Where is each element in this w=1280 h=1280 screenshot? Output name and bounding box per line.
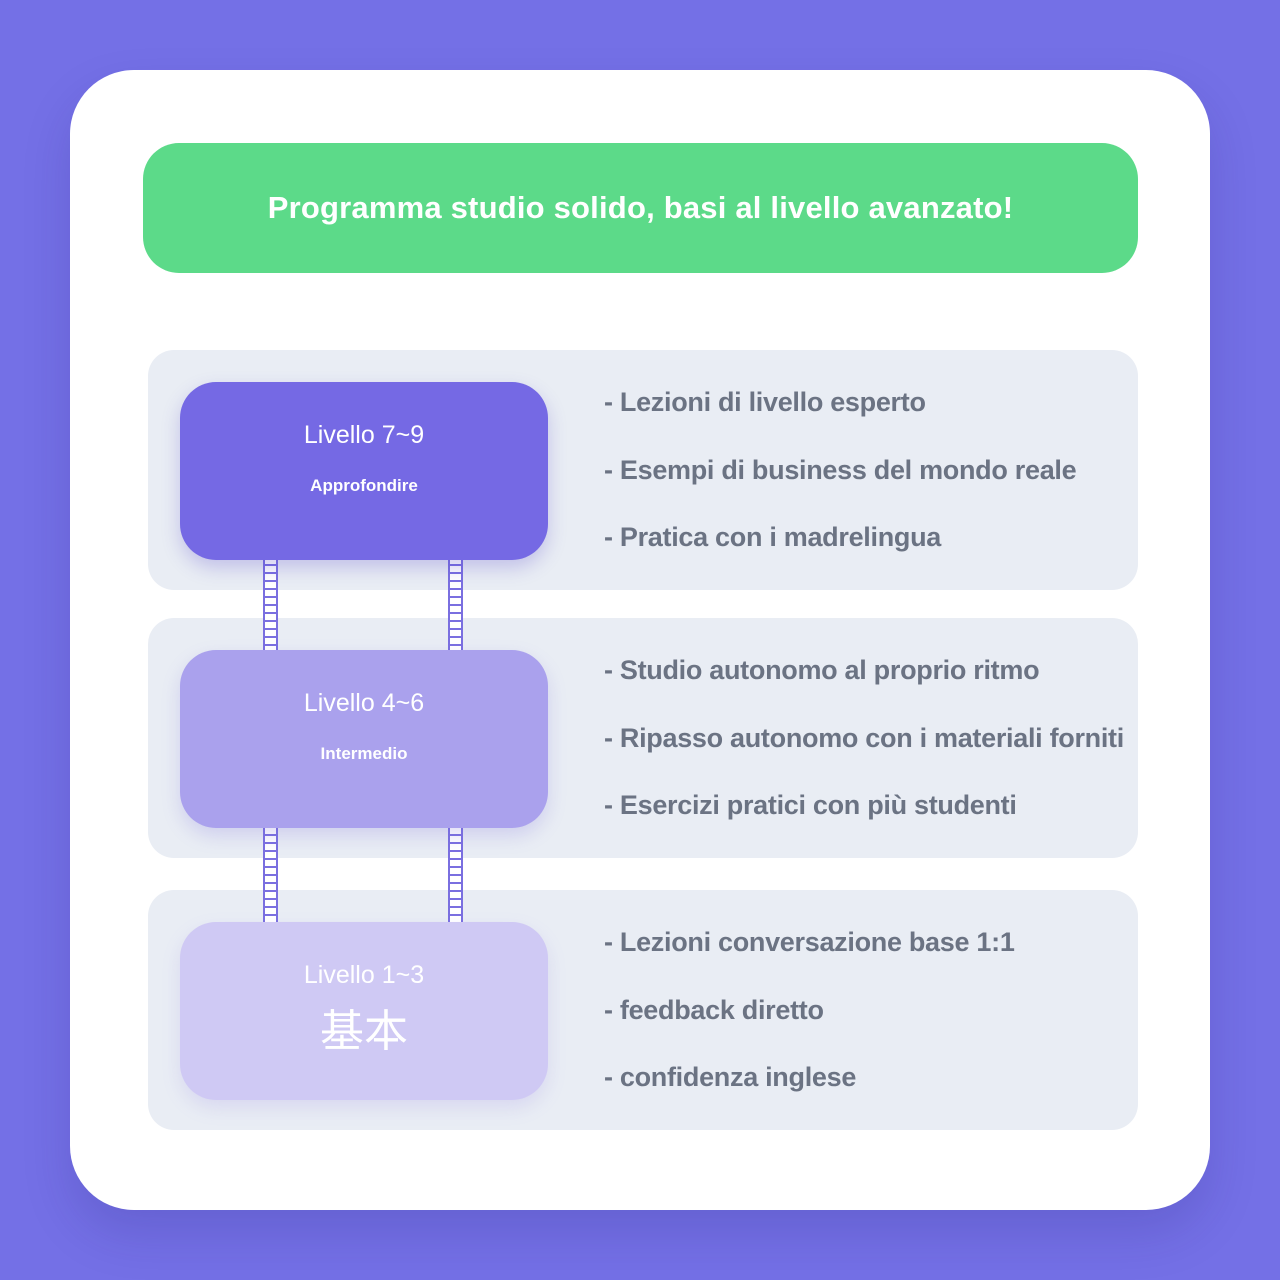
level-box-basic: Livello 1~3 基本 xyxy=(180,922,548,1100)
level-name: Livello 4~6 xyxy=(303,689,425,717)
bullet-item: - Esempi di business del mondo reale xyxy=(604,454,1077,485)
bullet-item: - Lezioni conversazione base 1:1 xyxy=(604,926,1015,957)
ladder-connector-icon xyxy=(263,826,278,924)
level-name: Livello 1~3 xyxy=(303,961,425,989)
level-box-intermediate: Livello 4~6 Intermedio xyxy=(180,650,548,828)
bullet-list: - Lezioni di livello esperto - Esempi di… xyxy=(604,350,1138,590)
level-name: Livello 7~9 xyxy=(303,421,425,449)
bullet-list: - Studio autonomo al proprio ritmo - Rip… xyxy=(604,618,1138,858)
ladder-connector-icon xyxy=(448,826,463,924)
bullet-item: - Studio autonomo al proprio ritmo xyxy=(604,654,1040,685)
level-row-advanced: Livello 7~9 Approfondire - Lezioni di li… xyxy=(148,350,1138,590)
level-box-advanced: Livello 7~9 Approfondire xyxy=(180,382,548,560)
level-row-intermediate: Livello 4~6 Intermedio - Studio autonomo… xyxy=(148,618,1138,858)
ladder-connector-icon xyxy=(448,556,463,654)
bullet-item: - feedback diretto xyxy=(604,994,824,1025)
bullet-item: - Esercizi pratici con più studenti xyxy=(604,790,1017,821)
level-subtitle: Intermedio xyxy=(320,744,408,763)
bullet-item: - Pratica con i madrelingua xyxy=(604,522,941,553)
level-subtitle: Approfondire xyxy=(310,476,418,495)
bullet-item: - confidenza inglese xyxy=(604,1062,857,1093)
bullet-item: - Ripasso autonomo con i materiali forni… xyxy=(604,722,1124,753)
infographic-card: Programma studio solido, basi al livello… xyxy=(70,70,1210,1210)
ladder-connector-icon xyxy=(263,556,278,654)
title-banner: Programma studio solido, basi al livello… xyxy=(143,143,1138,273)
level-subtitle: 基本 xyxy=(320,1007,408,1056)
page-title: Programma studio solido, basi al livello… xyxy=(267,190,1014,225)
level-row-basic: Livello 1~3 基本 - Lezioni conversazione b… xyxy=(148,890,1138,1130)
bullet-list: - Lezioni conversazione base 1:1 - feedb… xyxy=(604,890,1138,1130)
bullet-item: - Lezioni di livello esperto xyxy=(604,386,926,417)
